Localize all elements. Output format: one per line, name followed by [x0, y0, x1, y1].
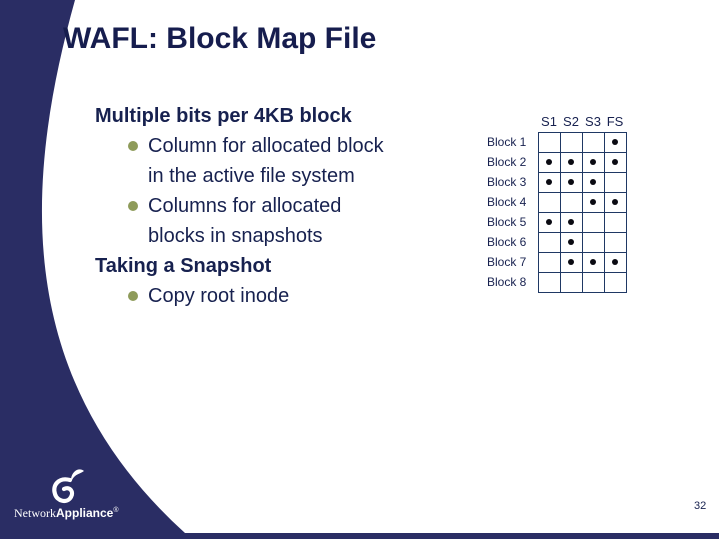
row-label: Block 2 [487, 155, 527, 169]
bitmap-cell [581, 251, 605, 273]
block-map-table: S1 S2 S3 FS Block 1 Block 2 Block 3 Block 4 Bloc… [487, 110, 627, 293]
allocated-dot-icon [546, 218, 552, 225]
table-row: Block 3 [487, 171, 627, 193]
allocated-dot-icon [612, 198, 618, 205]
bullet-item: Column for allocated block [95, 131, 465, 161]
column-header: S2 [563, 113, 579, 129]
bitmap-cell [537, 211, 561, 233]
bitmap-cell [603, 131, 627, 153]
bitmap-cell [559, 251, 583, 273]
column-header: FS [606, 113, 624, 129]
bullet-text-continuation: blocks in snapshots [148, 225, 323, 247]
logo-text: NetworkAppliance® [14, 506, 119, 521]
table-row: Block 2 [487, 151, 627, 173]
bitmap-cell [537, 151, 561, 173]
heading-taking-snapshot: Taking a Snapshot [95, 255, 272, 277]
bitmap-cell [603, 251, 627, 273]
bitmap-cell [581, 151, 605, 173]
bitmap-cell [581, 211, 605, 233]
column-header: S3 [585, 113, 601, 129]
bullet-item: Copy root inode [95, 281, 465, 311]
allocated-dot-icon [568, 158, 574, 165]
bullet-icon [128, 201, 138, 211]
allocated-dot-icon [546, 158, 552, 165]
heading-multiple-bits: Multiple bits per 4KB block [95, 105, 352, 127]
table-row: Block 7 [487, 251, 627, 273]
bitmap-cell [603, 171, 627, 193]
table-row: Block 5 [487, 211, 627, 233]
bitmap-cell [537, 131, 561, 153]
bitmap-cell [559, 171, 583, 193]
body-content: Multiple bits per 4KB block Column for a… [95, 101, 465, 311]
bitmap-cell [603, 211, 627, 233]
allocated-dot-icon [568, 238, 574, 245]
allocated-dot-icon [612, 258, 618, 265]
row-label: Block 7 [487, 255, 527, 269]
allocated-dot-icon [568, 178, 574, 185]
bitmap-cell [559, 231, 583, 253]
bitmap-cell [603, 271, 627, 293]
allocated-dot-icon [590, 198, 596, 205]
row-label: Block 8 [487, 275, 527, 289]
row-label: Block 5 [487, 215, 527, 229]
bullet-text: Column for allocated block [148, 135, 384, 157]
allocated-dot-icon [612, 138, 618, 145]
bitmap-cell [603, 191, 627, 213]
bitmap-cell [537, 251, 561, 273]
allocated-dot-icon [568, 218, 574, 225]
row-label: Block 4 [487, 195, 527, 209]
allocated-dot-icon [590, 258, 596, 265]
table-row: Block 8 [487, 271, 627, 293]
slide-title: WAFL: Block Map File [63, 22, 377, 55]
row-label: Block 1 [487, 135, 527, 149]
row-label: Block 6 [487, 235, 527, 249]
registered-mark: ® [113, 507, 119, 514]
bitmap-cell [581, 131, 605, 153]
bitmap-cell [581, 191, 605, 213]
bitmap-cell [559, 131, 583, 153]
bitmap-cell [559, 211, 583, 233]
logo-text-network: Network [14, 506, 56, 520]
bitmap-cell [581, 171, 605, 193]
bitmap-cell [537, 231, 561, 253]
bitmap-cell [559, 191, 583, 213]
allocated-dot-icon [590, 158, 596, 165]
logo-text-appliance: Appliance [56, 506, 114, 520]
bullet-icon [128, 141, 138, 151]
table-row: Block 1 [487, 131, 627, 153]
bullet-icon [128, 291, 138, 301]
bitmap-cell [537, 171, 561, 193]
allocated-dot-icon [546, 178, 552, 185]
column-header: S1 [541, 113, 557, 129]
page-number: 32 [694, 500, 707, 512]
bitmap-cell [603, 151, 627, 173]
bullet-text: Columns for allocated [148, 195, 342, 217]
allocated-dot-icon [590, 178, 596, 185]
allocated-dot-icon [612, 158, 618, 165]
row-label: Block 3 [487, 175, 527, 189]
table-corner [487, 110, 538, 132]
bitmap-cell [603, 231, 627, 253]
table-row: Block 4 [487, 191, 627, 213]
bitmap-cell [581, 271, 605, 293]
bitmap-cell [559, 151, 583, 173]
bitmap-cell [537, 191, 561, 213]
bullet-text: Copy root inode [148, 285, 290, 307]
bullet-text-continuation: in the active file system [148, 165, 355, 187]
bitmap-cell [559, 271, 583, 293]
bullet-item: Columns for allocated [95, 191, 465, 221]
bitmap-cell [537, 271, 561, 293]
bitmap-cell [581, 231, 605, 253]
allocated-dot-icon [568, 258, 574, 265]
table-row: Block 6 [487, 231, 627, 253]
netapp-logo-icon [52, 469, 84, 504]
